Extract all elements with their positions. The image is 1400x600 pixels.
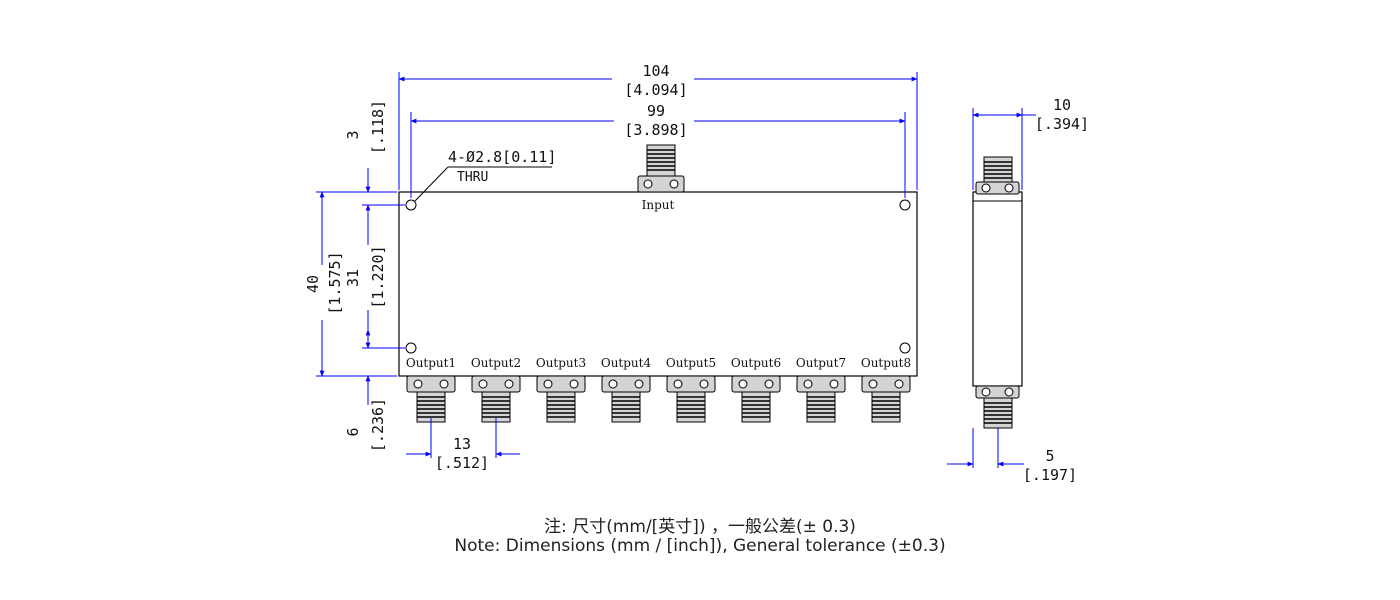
output-label-7: Output7 <box>796 356 846 370</box>
output-label-6: Output6 <box>731 356 781 370</box>
note-english: Note: Dimensions (mm / [inch]), General … <box>454 536 946 556</box>
overall-width-inch: [4.094] <box>624 81 687 99</box>
side-output-connector <box>975 385 1020 429</box>
hole-vertical-spacing-inch: [1.220] <box>369 245 387 308</box>
output-label-3: Output3 <box>536 356 586 370</box>
side-body <box>972 191 1023 387</box>
connector-offset-mm: 5 <box>1045 447 1054 465</box>
hole-spacing-inch: [3.898] <box>624 121 687 139</box>
mounting-hole-bottom-right <box>899 342 911 354</box>
side-dimensions <box>947 108 1036 468</box>
note-chinese: 注: 尺寸(mm/[英寸]) ，一般公差(± 0.3) <box>544 517 856 537</box>
hole-callout: 4-Ø2.8[0.11] <box>448 148 556 166</box>
output-label-2: Output2 <box>471 356 521 370</box>
output-connector-2 <box>471 375 521 423</box>
front-view: Input Output1 Output2 Output3 Output4 Ou… <box>398 144 918 423</box>
bottom-offset-mm: 6 <box>344 427 362 436</box>
overall-height-mm: 40 <box>304 275 322 293</box>
connector-pitch-inch: [.512] <box>435 454 489 472</box>
top-offset-mm: 3 <box>344 130 362 139</box>
output-label-4: Output4 <box>601 356 652 370</box>
output-connector-7 <box>796 375 846 423</box>
hole-callout-thru: THRU <box>457 170 488 185</box>
hole-vertical-spacing-mm: 31 <box>344 269 362 287</box>
mounting-hole-top-left <box>405 199 417 211</box>
overall-width-mm: 104 <box>642 62 669 80</box>
output-connector-5 <box>666 375 716 423</box>
output-label-1: Output1 <box>406 356 456 370</box>
input-label: Input <box>642 198 675 212</box>
output-label-8: Output8 <box>861 356 911 370</box>
splitter-body <box>398 191 918 377</box>
side-view <box>972 156 1023 429</box>
hole-spacing-mm: 99 <box>647 102 665 120</box>
output-connectors: Output1 Output2 Output3 Output4 Output5 … <box>406 356 911 423</box>
output-connector-1 <box>406 375 456 423</box>
side-input-connector <box>975 156 1020 195</box>
bottom-offset-inch: [.236] <box>369 398 387 452</box>
output-label-5: Output5 <box>666 356 716 370</box>
connector-pitch-mm: 13 <box>453 435 471 453</box>
input-connector <box>637 144 685 193</box>
mounting-hole-bottom-left <box>405 342 417 354</box>
thickness-mm: 10 <box>1053 96 1071 114</box>
thickness-inch: [.394] <box>1035 115 1089 133</box>
hole-leader <box>414 166 552 202</box>
output-connector-4 <box>601 375 651 423</box>
connector-offset-inch: [.197] <box>1023 466 1077 484</box>
front-dimensions <box>316 72 918 458</box>
top-offset-inch: [.118] <box>369 100 387 154</box>
output-connector-3 <box>536 375 586 423</box>
mounting-hole-top-right <box>899 199 911 211</box>
output-connector-6 <box>731 375 781 423</box>
output-connector-8 <box>861 375 911 423</box>
overall-height-inch: [1.575] <box>326 251 344 314</box>
